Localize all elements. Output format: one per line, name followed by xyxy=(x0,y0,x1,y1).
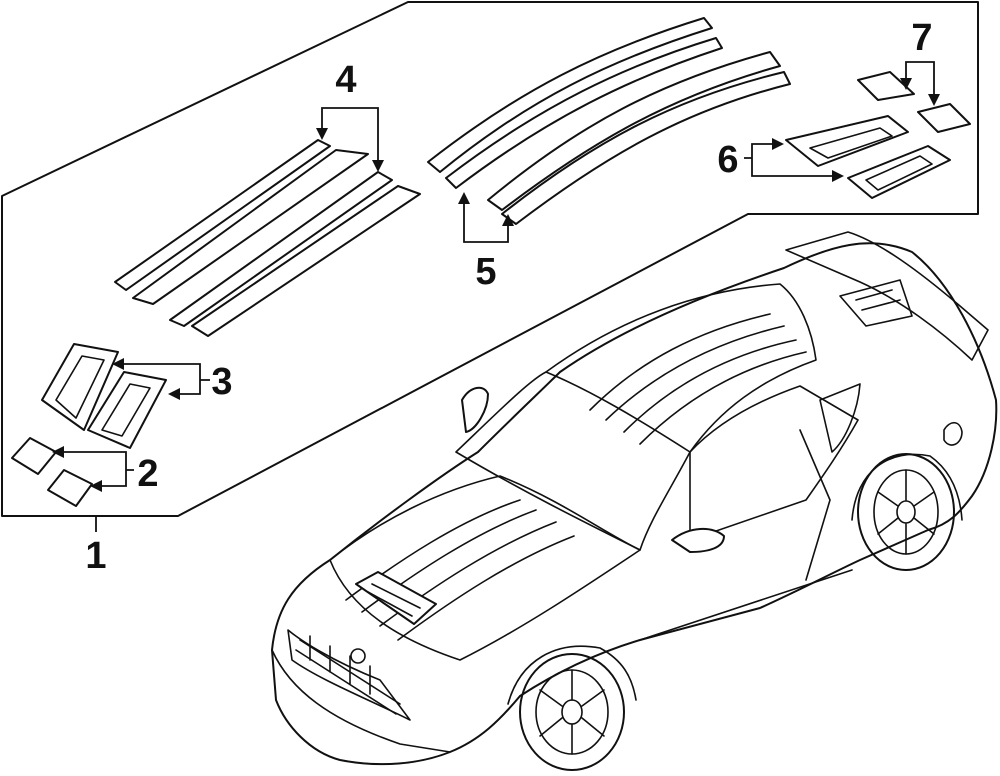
callout-4: 4 xyxy=(335,59,356,101)
car-body-outline xyxy=(271,242,998,766)
stripe-4b xyxy=(132,149,369,305)
leader-3 xyxy=(124,363,210,395)
front-emblem xyxy=(350,648,366,664)
leader-6 xyxy=(744,143,832,177)
windshield xyxy=(455,371,691,551)
kit-boundary xyxy=(1,1,979,517)
patch-2a xyxy=(11,437,57,475)
arrow-5b xyxy=(502,214,514,226)
stripe-6b xyxy=(847,145,951,199)
rocker-line xyxy=(639,569,853,641)
callout-2: 2 xyxy=(137,453,158,495)
decal-3b xyxy=(87,371,167,449)
decal-3b-inner xyxy=(101,383,151,437)
callout-6: 6 xyxy=(717,139,738,181)
stripe-4d xyxy=(191,185,421,337)
stripe-5b xyxy=(445,37,723,189)
side-window xyxy=(689,385,859,541)
hood-stripe-4 xyxy=(397,535,575,641)
part-7-patches xyxy=(857,71,971,133)
hood-outline xyxy=(329,475,641,661)
decal-3a-inner xyxy=(55,355,105,419)
leader-2 xyxy=(64,451,134,487)
callout-7: 7 xyxy=(911,17,932,59)
stripe-4c xyxy=(169,171,393,327)
part-3-vent-decals xyxy=(41,343,167,449)
car-illustration xyxy=(271,231,998,771)
arrow-5a xyxy=(458,192,470,204)
hood-vent-inner xyxy=(367,583,421,617)
front-wheel xyxy=(519,653,625,771)
car-roof-stripe-3 xyxy=(623,339,797,433)
arrow-2a xyxy=(52,446,64,458)
arrow-6b xyxy=(832,170,844,182)
car-roof-stripe-2 xyxy=(605,325,785,421)
roof-line xyxy=(545,283,817,453)
part-5-roof-stripes xyxy=(427,17,791,225)
grille-mesh xyxy=(295,635,401,715)
stripe-5d xyxy=(501,71,791,225)
leader-7 xyxy=(905,61,935,94)
stripe-6b-inner xyxy=(865,155,933,191)
arrow-7a xyxy=(900,78,912,90)
car-roof-stripe-1 xyxy=(589,313,771,411)
arrow-6a xyxy=(772,138,784,150)
callout-5: 5 xyxy=(475,251,496,293)
part-4-stripes xyxy=(114,139,421,337)
car-roof-stripe-4 xyxy=(639,351,807,445)
part-6-quarter-stripes xyxy=(785,115,951,199)
fuel-door xyxy=(943,421,963,446)
stripe-6a xyxy=(785,115,909,167)
hood-vent xyxy=(355,571,437,625)
arrow-4a xyxy=(316,128,328,140)
arrow-7b xyxy=(928,94,940,106)
rear-arch xyxy=(851,453,963,521)
callout-3: 3 xyxy=(211,361,232,403)
patch-7b xyxy=(917,103,971,133)
arrow-3b xyxy=(168,388,180,400)
leader-5 xyxy=(463,204,509,243)
stripe-5c xyxy=(487,51,781,211)
rear-spoiler xyxy=(785,231,989,361)
stripe-5a xyxy=(427,17,713,173)
arrow-3a xyxy=(112,358,124,370)
side-mirror xyxy=(671,528,725,553)
front-arch xyxy=(507,645,637,705)
door-line xyxy=(799,429,831,581)
part-2-patches xyxy=(11,437,93,507)
quarter-vent xyxy=(819,383,861,453)
arrow-2b xyxy=(90,480,102,492)
patch-2b xyxy=(47,469,93,507)
patch-7a xyxy=(857,71,915,101)
leader-4 xyxy=(321,107,379,160)
stripe-4a xyxy=(114,139,331,291)
arrow-4b xyxy=(372,160,384,172)
a-pillar-mirror xyxy=(461,386,489,433)
decal-3a xyxy=(41,343,119,431)
callout-1: 1 xyxy=(85,535,106,577)
rear-vents xyxy=(839,279,913,327)
front-splitter xyxy=(271,649,451,753)
stripe-6a-inner xyxy=(809,127,893,159)
